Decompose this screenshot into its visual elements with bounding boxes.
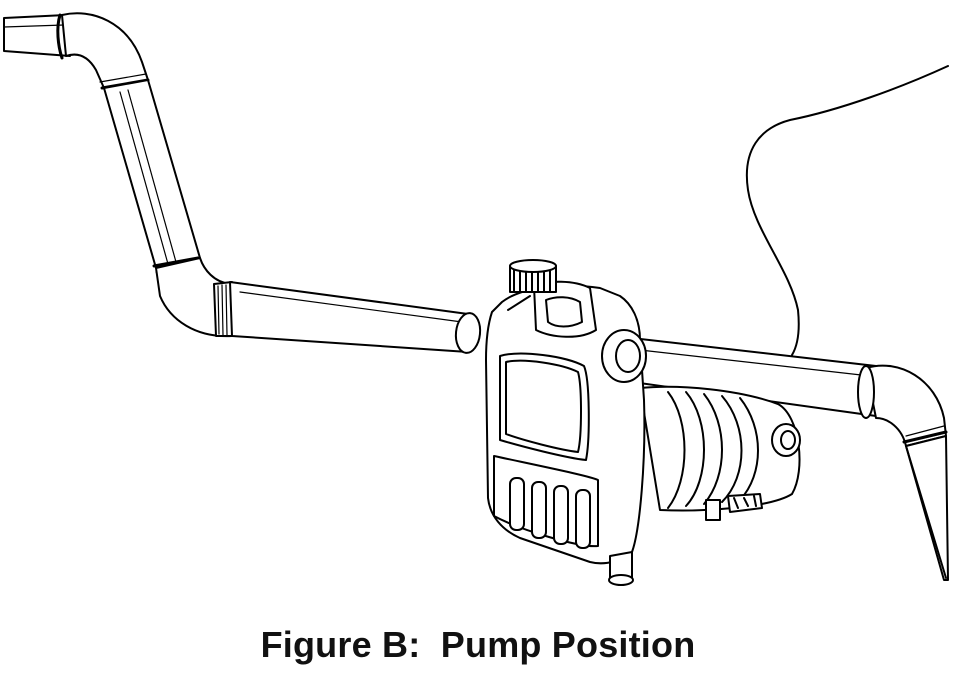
right-discharge-pipe xyxy=(631,337,949,581)
pump-body xyxy=(485,259,801,586)
figure-caption: Figure B: Pump Position xyxy=(260,624,696,665)
left-suction-pipe xyxy=(3,12,482,354)
power-cord xyxy=(745,65,949,356)
